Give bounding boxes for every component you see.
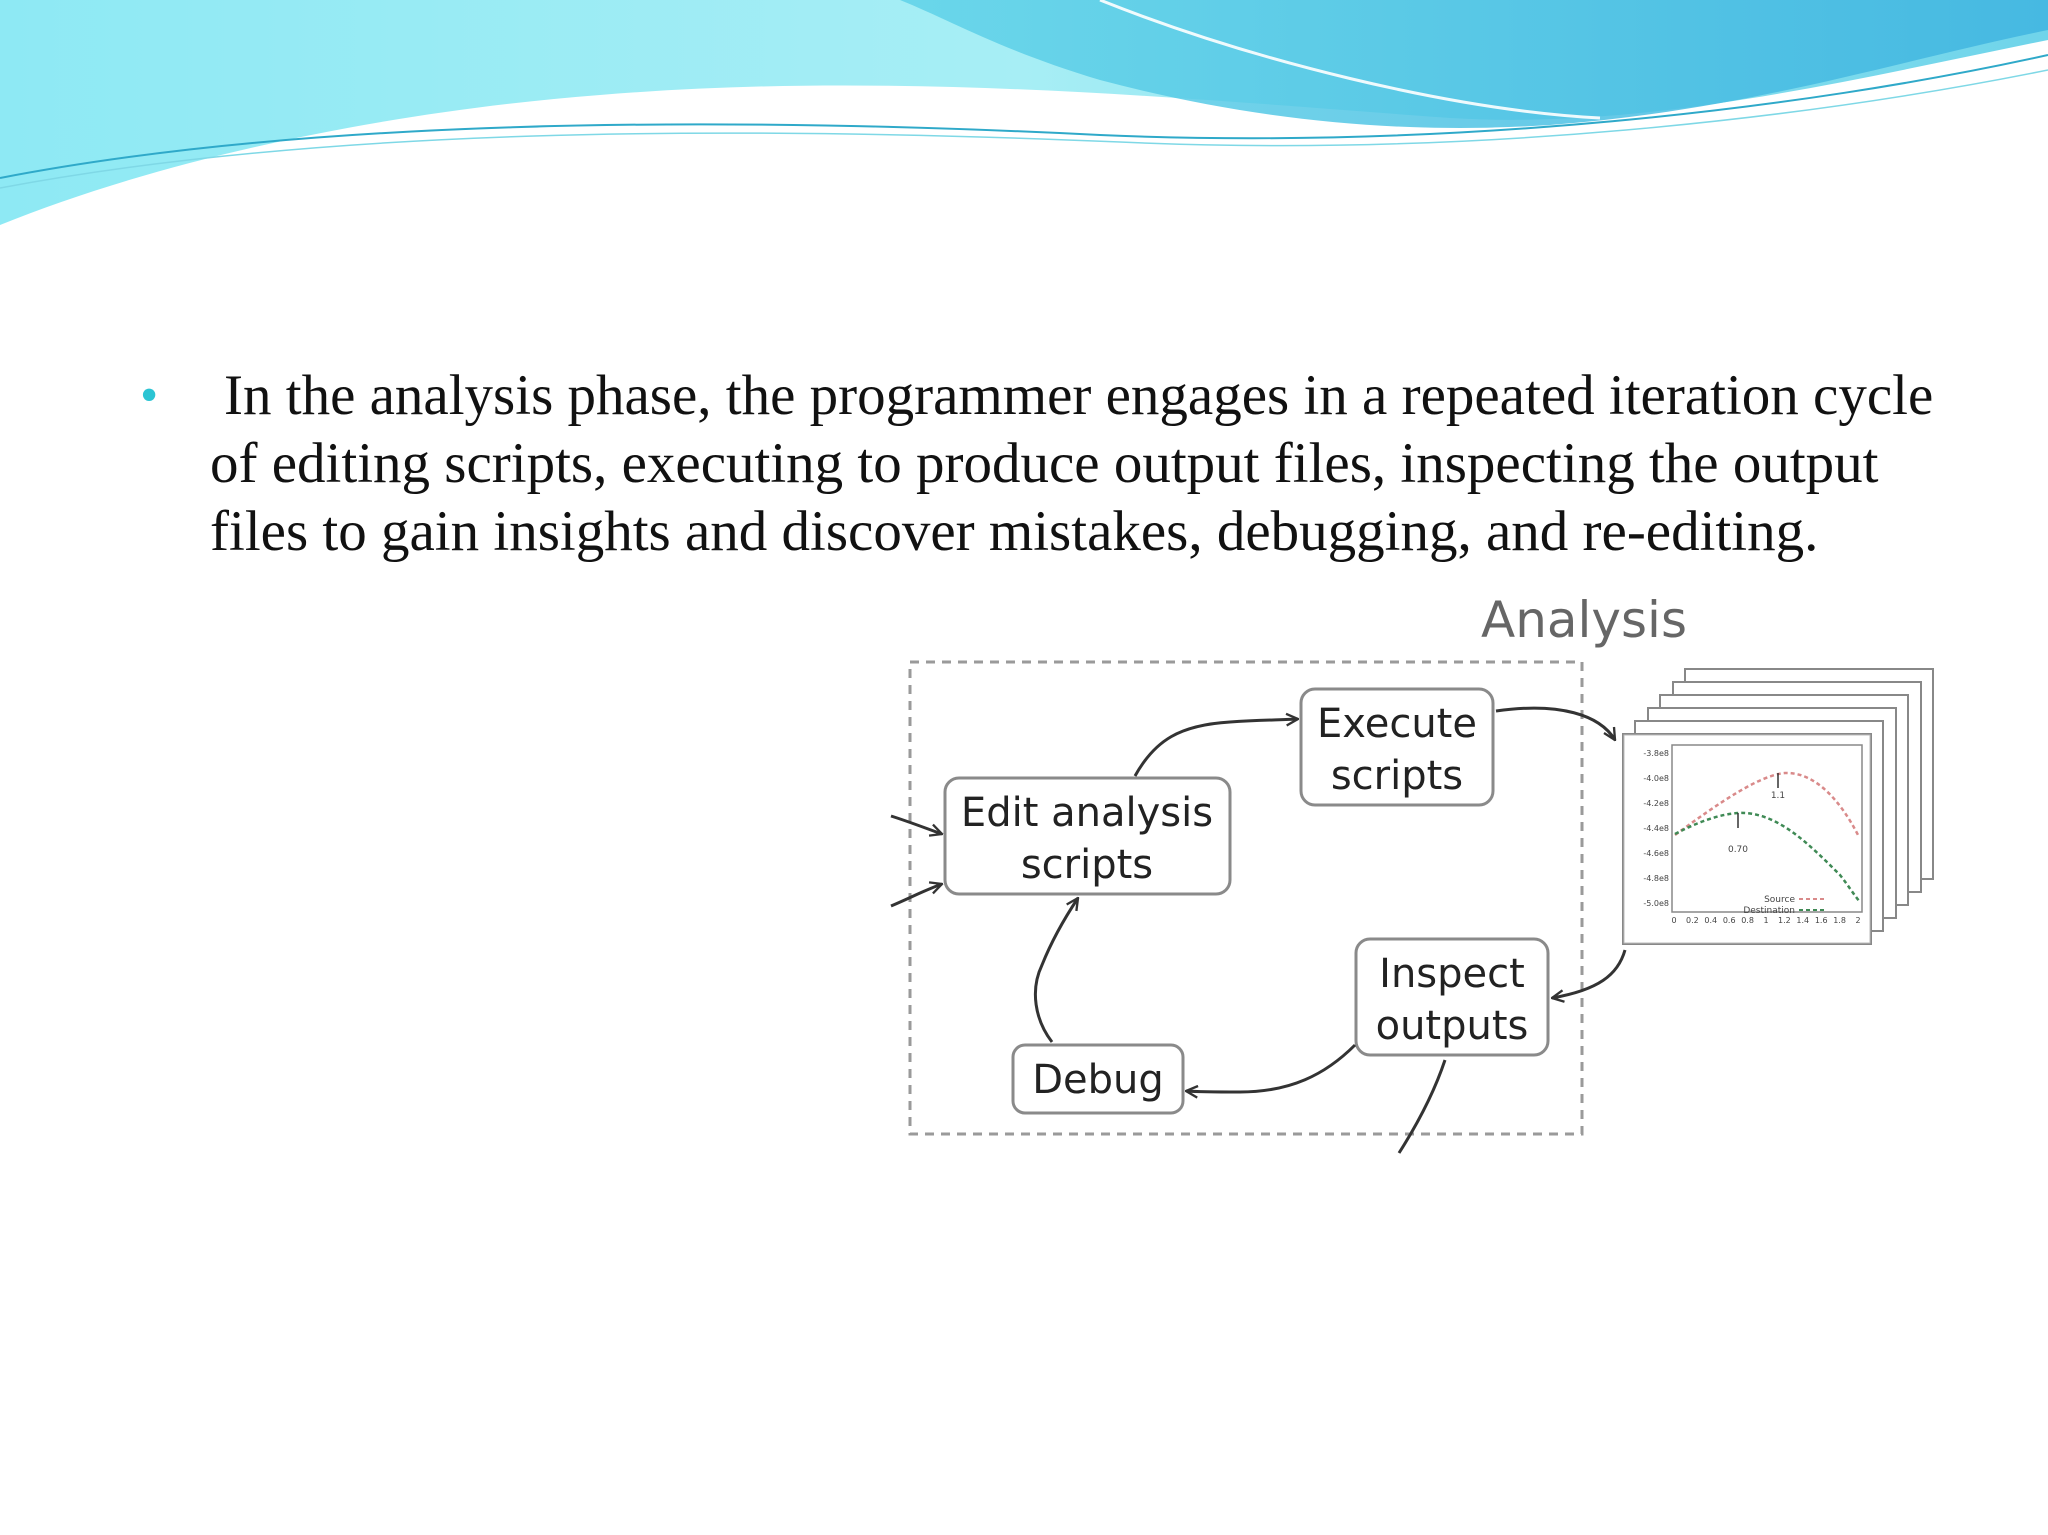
plot-xtick-label: 0.2 (1686, 916, 1699, 925)
plot-ytick-label: -5.0e8 (1643, 899, 1669, 908)
node-execute-label-line1: Execute (1317, 701, 1477, 747)
plot-frame (1671, 744, 1863, 913)
plot-ytick-label: -4.8e8 (1643, 874, 1669, 883)
plot-ytick-label: -4.6e8 (1643, 849, 1669, 858)
plot-xtick-label: 2 (1855, 916, 1860, 925)
plot-ytick-label: -4.0e8 (1643, 774, 1669, 783)
plot-xtick-label: 1.4 (1796, 916, 1809, 925)
plot-ytick-label: -4.4e8 (1643, 824, 1669, 833)
annotation-peak-source: 1.1 (1771, 791, 1785, 801)
series-source (1674, 771, 1860, 837)
arrow-inspect-to-debug (1186, 1043, 1357, 1092)
bullet-text: In the analysis phase, the programmer en… (210, 364, 1934, 563)
output-plot: -3.8e8 -4.0e8 -4.2e8 -4.4e8 -4.6e8 -4.8e8 -5.0… (1643, 744, 1863, 925)
node-inspect-label-line1: Inspect (1379, 951, 1525, 997)
analysis-cycle-diagram: Analysis Edit analysis scripts Execute s… (890, 591, 1934, 1154)
header-wave-decoration (0, 0, 2048, 225)
arrow-outputs-to-inspect (1552, 949, 1627, 998)
plot-xtick-label: 0.6 (1723, 916, 1736, 925)
node-inspect-label-line2: outputs (1376, 1003, 1529, 1049)
node-execute-label-line2: scripts (1331, 753, 1463, 799)
output-files-stack (1622, 668, 1934, 945)
node-execute-scripts: Execute scripts (1299, 687, 1495, 807)
arrow-input-1 (890, 814, 942, 834)
node-edit-analysis-scripts: Edit analysis scripts (943, 776, 1232, 896)
bullet-dot-icon: • (140, 367, 159, 424)
plot-xtick-label: 1.6 (1815, 916, 1828, 925)
arrow-execute-to-outputs (1495, 706, 1615, 740)
plot-xtick-label: 1 (1763, 916, 1768, 925)
node-inspect-outputs: Inspect outputs (1354, 937, 1550, 1057)
plot-ytick-label: -3.8e8 (1643, 749, 1669, 758)
arrow-debug-to-edit (1033, 898, 1078, 1043)
diagram-title: Analysis (1481, 591, 1687, 649)
series-destination (1674, 811, 1861, 903)
plot-ytick-label: -4.2e8 (1643, 799, 1669, 808)
plot-xtick-label: 0.4 (1704, 916, 1717, 925)
node-edit-label-line2: scripts (1021, 842, 1153, 888)
plot-xtick-label: 1.8 (1833, 916, 1846, 925)
node-edit-label-line1: Edit analysis (961, 790, 1213, 836)
node-debug-label: Debug (1032, 1057, 1164, 1103)
line-inspect-exit (1397, 1059, 1447, 1154)
legend-destination: Destination (1743, 906, 1795, 916)
arrow-input-2 (890, 884, 942, 908)
plot-xtick-label: 0 (1671, 916, 1676, 925)
legend-source: Source (1764, 895, 1795, 905)
plot-xtick-label: 1.2 (1778, 916, 1791, 925)
plot-xtick-label: 0.8 (1741, 916, 1754, 925)
node-debug: Debug (1011, 1043, 1185, 1115)
annotation-peak-destination: 0.70 (1728, 845, 1748, 855)
arrow-edit-to-execute (1133, 719, 1298, 777)
